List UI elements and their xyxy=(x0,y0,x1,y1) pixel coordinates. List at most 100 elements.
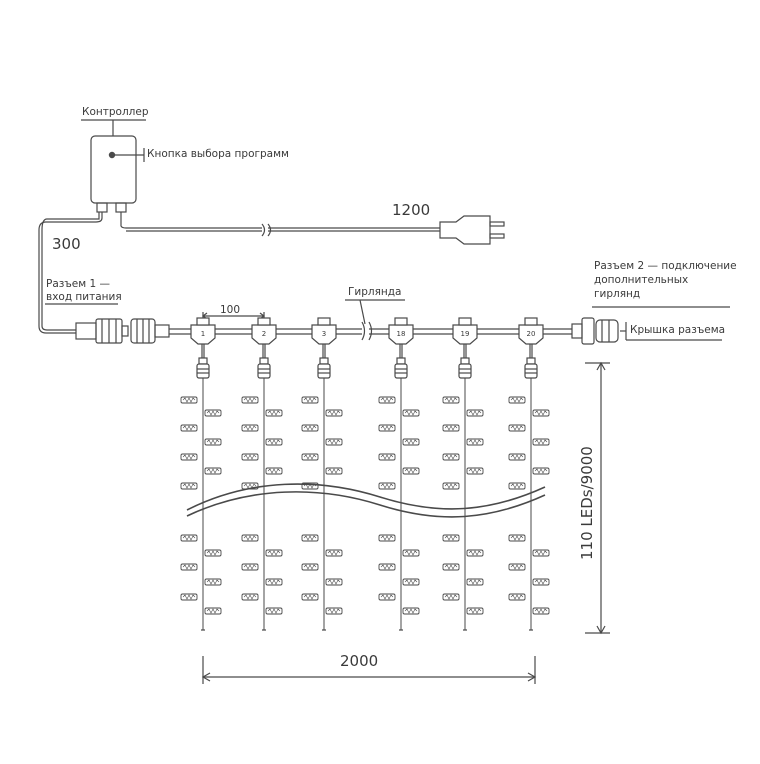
controller-cable-inner xyxy=(41,212,100,331)
strand-connector-nut xyxy=(317,363,331,379)
led-filament xyxy=(243,594,257,600)
led-filament xyxy=(243,454,257,460)
plug-pin-top xyxy=(489,221,505,227)
program-button-label: Кнопка выбора программ xyxy=(147,148,289,160)
strand-number: 18 xyxy=(397,330,406,338)
led-filament xyxy=(510,425,524,431)
connector1-pin xyxy=(121,325,129,337)
led-filament xyxy=(327,410,341,416)
led-filament xyxy=(206,579,220,585)
controller-cable-length: 300 xyxy=(52,235,81,253)
led-filament xyxy=(444,425,458,431)
led-filament xyxy=(303,594,317,600)
strand-tee xyxy=(518,324,544,345)
led-filament xyxy=(267,439,281,445)
led-filament xyxy=(380,594,394,600)
strand-connector xyxy=(526,357,536,365)
led-filament xyxy=(206,608,220,614)
strand-tee xyxy=(452,324,478,345)
strand-connector-nut xyxy=(524,363,538,379)
strand-connector-nut xyxy=(196,363,210,379)
led-filament xyxy=(327,439,341,445)
led-filament xyxy=(380,397,394,403)
led-filament xyxy=(182,564,196,570)
power-cable-cont xyxy=(268,227,440,232)
led-filament xyxy=(267,468,281,474)
led-filament xyxy=(468,410,482,416)
controller-port-right xyxy=(115,202,127,213)
led-filament xyxy=(534,550,548,556)
led-filament xyxy=(468,579,482,585)
strand-tee-cap xyxy=(394,317,408,326)
led-filament xyxy=(510,483,524,489)
led-filament xyxy=(534,468,548,474)
led-filament xyxy=(404,468,418,474)
led-filament xyxy=(510,564,524,570)
led-filament xyxy=(206,550,220,556)
strand-connector xyxy=(259,357,269,365)
connector2-label-line2: дополнительных xyxy=(594,274,689,286)
connector-cap-label: Крышка разъема xyxy=(630,324,726,336)
controller-cable xyxy=(38,212,103,334)
led-filament xyxy=(327,608,341,614)
led-filament xyxy=(267,579,281,585)
led-filament xyxy=(510,454,524,460)
strand-connector xyxy=(198,357,208,365)
led-filament xyxy=(444,483,458,489)
strand-break-bottom xyxy=(186,491,546,518)
led-filament xyxy=(404,410,418,416)
led-filament xyxy=(534,410,548,416)
led-filament xyxy=(468,439,482,445)
led-filament xyxy=(510,397,524,403)
strand-spacing-label: 100 xyxy=(220,304,241,316)
strand-tee xyxy=(311,324,337,345)
strand-height-label: 110 LEDs/9000 xyxy=(578,446,596,560)
connector1-body xyxy=(75,322,97,340)
led-filament xyxy=(380,454,394,460)
led-filament xyxy=(182,425,196,431)
power-plug-icon xyxy=(439,215,491,245)
led-filament xyxy=(380,564,394,570)
led-filament xyxy=(243,397,257,403)
strand-tee-cap xyxy=(458,317,472,326)
strand-connector-nut xyxy=(257,363,271,379)
connector1-label-line1: Разъем 1 — xyxy=(46,278,111,290)
led-filament xyxy=(243,483,257,489)
led-filament xyxy=(267,550,281,556)
power-cable-length: 1200 xyxy=(392,201,431,219)
strand-number: 3 xyxy=(322,330,326,338)
garland-label-leader xyxy=(359,299,366,325)
led-filament xyxy=(404,579,418,585)
led-filament xyxy=(182,454,196,460)
strand-tee xyxy=(388,324,414,345)
led-filament xyxy=(327,468,341,474)
controller-label: Контроллер xyxy=(82,106,149,118)
connector1-label-line2: вход питания xyxy=(46,291,122,303)
strand-connector-nut xyxy=(394,363,408,379)
strand-tee-cap xyxy=(196,317,210,326)
led-filament xyxy=(327,550,341,556)
led-filament xyxy=(444,594,458,600)
led-filament xyxy=(303,535,317,541)
led-filament xyxy=(444,397,458,403)
led-filament xyxy=(468,550,482,556)
strand-number: 1 xyxy=(201,330,205,338)
led-filament xyxy=(404,608,418,614)
led-filament xyxy=(534,608,548,614)
strand-number: 20 xyxy=(527,330,536,338)
strand-tee-cap xyxy=(524,317,538,326)
led-filament xyxy=(444,535,458,541)
garland-label: Гирлянда xyxy=(348,286,402,298)
led-filament xyxy=(182,594,196,600)
strand-tee xyxy=(251,324,277,345)
connector2-label-line1: Разъем 2 — подключение xyxy=(594,260,737,272)
controller-port-left xyxy=(96,202,108,213)
controller-box xyxy=(90,135,137,204)
led-filament xyxy=(327,579,341,585)
led-filament xyxy=(303,454,317,460)
total-width-label: 2000 xyxy=(340,652,379,670)
led-filament xyxy=(267,410,281,416)
strand-connector xyxy=(319,357,329,365)
led-filament xyxy=(206,468,220,474)
led-filament xyxy=(534,439,548,445)
